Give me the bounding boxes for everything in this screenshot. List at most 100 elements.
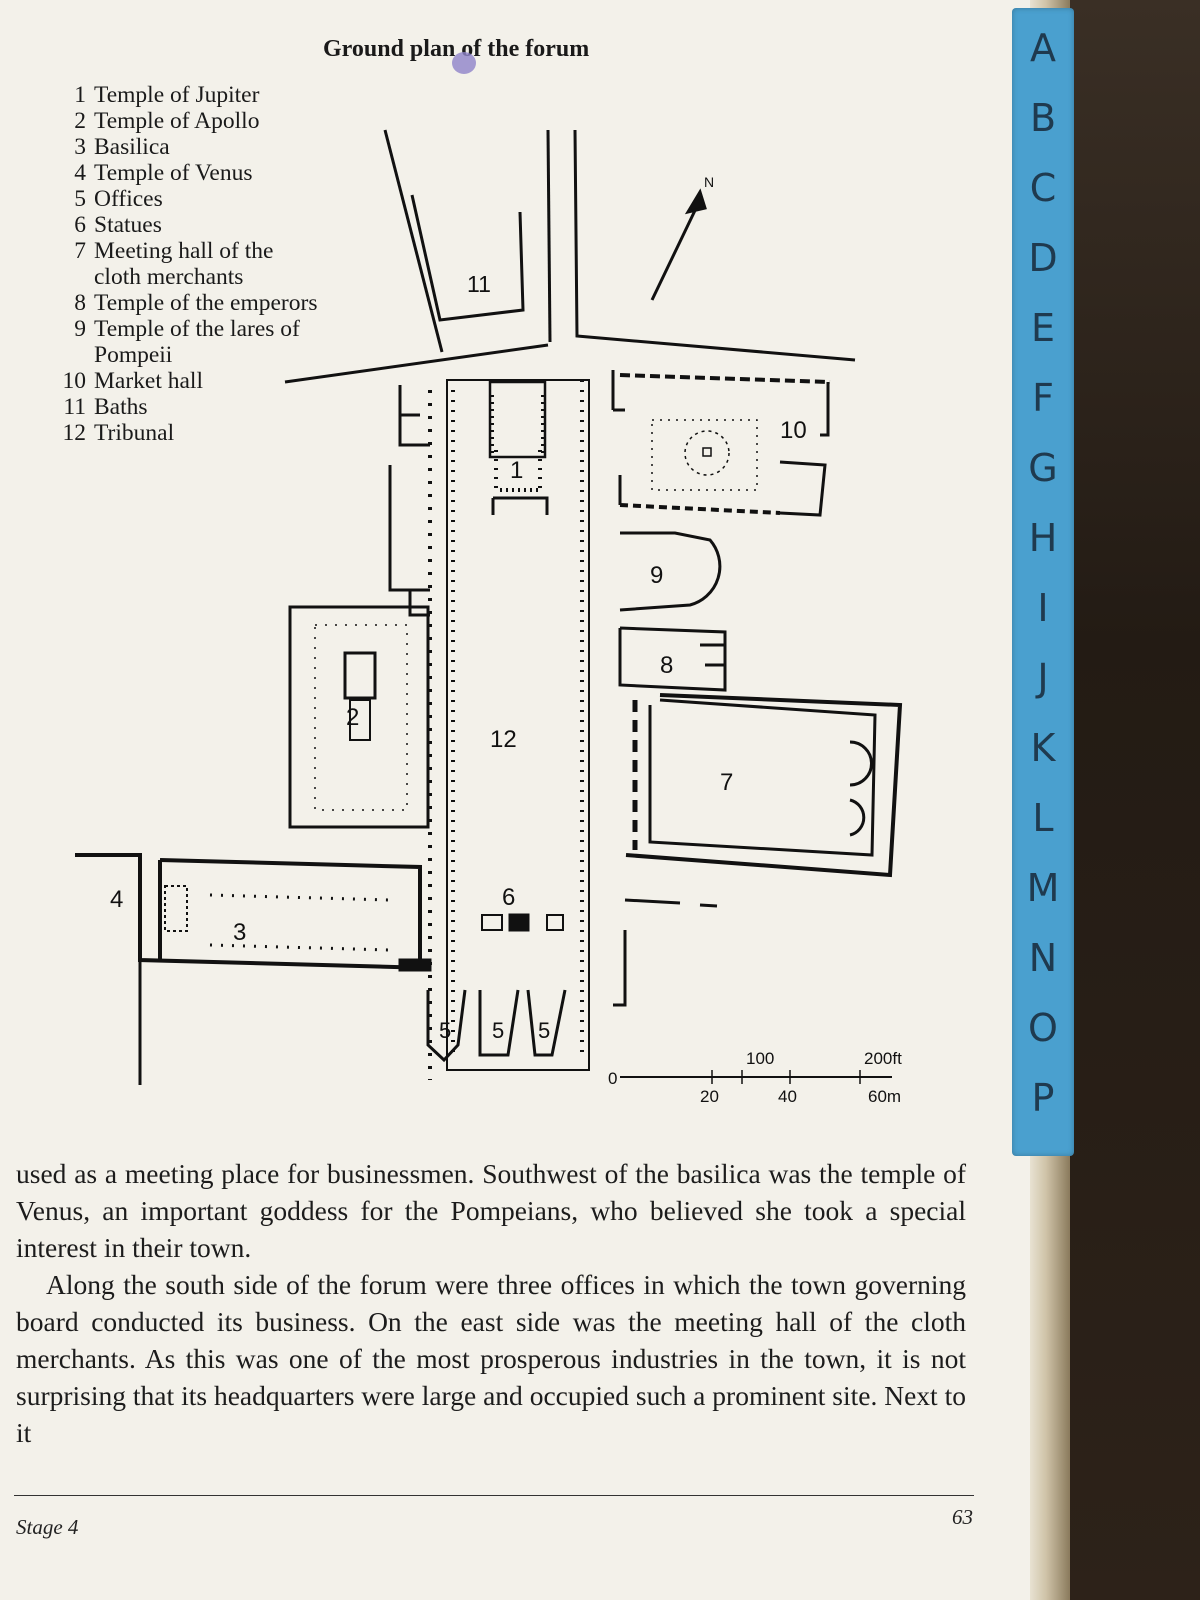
legend-number: 1 — [74, 82, 86, 108]
road-edge-1 — [383, 129, 444, 353]
office-1 — [426, 989, 467, 1063]
temple-emperors — [618, 626, 727, 692]
scale-ft-200: 200ft — [864, 1049, 902, 1068]
page-number: 63 — [952, 1505, 973, 1529]
legend-text: Temple of the emperors — [94, 290, 318, 316]
north-arrow-head — [684, 188, 707, 215]
plan-label-5a: 5 — [439, 1018, 451, 1043]
cloth-hall-outer — [625, 693, 903, 878]
legend-text: Basilica — [94, 134, 170, 160]
ink-smudge — [452, 52, 476, 74]
legend-row: 1 Temple of Jupiter — [38, 82, 358, 108]
legend-number: 7 — [74, 238, 86, 264]
plan-label-5b: 5 — [492, 1018, 504, 1043]
plan-label-5c: 5 — [538, 1018, 550, 1043]
index-tab-letter[interactable]: L — [1032, 796, 1054, 840]
legend-row: 3 Basilica — [38, 134, 358, 160]
index-tab-letter[interactable]: E — [1030, 306, 1055, 350]
legend-row: 9 Temple of the lares of — [38, 316, 358, 342]
legend-text: Statues — [94, 212, 162, 238]
index-tab-letter[interactable]: A — [1030, 26, 1056, 70]
legend-text: Offices — [94, 186, 163, 212]
legend-text: Temple of the lares of — [94, 316, 300, 342]
legend-number: 6 — [74, 212, 86, 238]
index-tab-letter[interactable]: M — [1026, 866, 1060, 910]
index-tab-letter[interactable]: F — [1032, 376, 1054, 420]
legend-row: 7 Meeting hall of the — [38, 238, 358, 264]
legend-text: Temple of Venus — [94, 160, 253, 186]
book-background — [1070, 0, 1200, 1600]
legend-number: 9 — [74, 316, 86, 342]
legend-row: 2 Temple of Apollo — [38, 108, 358, 134]
cloth-hall-inner — [648, 698, 877, 857]
legend-row: 5 Offices — [38, 186, 358, 212]
scale-m-60: 60m — [868, 1087, 901, 1106]
plan-label-10: 10 — [780, 417, 807, 444]
paragraph-2: Along the south side of the forum were t… — [16, 1269, 966, 1448]
legend-text: Pompeii — [94, 342, 173, 368]
north-label: N — [704, 174, 714, 190]
index-tab-letter[interactable]: K — [1030, 726, 1056, 770]
legend-row: 10 Market hall — [38, 368, 358, 394]
west-building-1 — [398, 385, 430, 447]
legend-row: cloth merchants — [38, 264, 358, 290]
legend-number: 4 — [74, 160, 86, 186]
forum-ground-plan: 11 N 1 2 3 4 5 5 5 6 7 8 9 10 12 0 100 2… — [75, 129, 903, 1106]
legend-text: Market hall — [94, 368, 203, 394]
basilica-north-wall — [159, 858, 422, 960]
scale-m-20: 20 — [700, 1087, 719, 1106]
index-tab-letter[interactable]: P — [1031, 1076, 1055, 1120]
plan-label-8: 8 — [660, 652, 673, 679]
legend-row: 4 Temple of Venus — [38, 160, 358, 186]
temple-jupiter-cella — [488, 380, 547, 459]
legend-row: Pompeii — [38, 342, 358, 368]
temple-apollo-precinct — [288, 605, 430, 829]
index-tab-letter[interactable]: C — [1029, 166, 1057, 210]
legend-row: 6 Statues — [38, 212, 358, 238]
road-edge-2 — [546, 129, 552, 343]
office-3 — [526, 989, 567, 1057]
legend-number: 8 — [74, 290, 86, 316]
road-edge-4 — [284, 343, 549, 384]
road-edge-3 — [573, 129, 856, 362]
plan-label-11: 11 — [467, 271, 491, 297]
plan-label-9: 9 — [650, 562, 663, 589]
paragraph-1: used as a meeting place for businessmen.… — [16, 1158, 966, 1263]
index-tab-letter[interactable]: O — [1028, 1006, 1058, 1050]
legend-number: 3 — [74, 134, 86, 160]
plan-label-4: 4 — [110, 886, 123, 913]
legend-text: Baths — [94, 394, 148, 420]
legend-number: 11 — [63, 394, 86, 420]
scale-ft-zero: 0 — [608, 1069, 617, 1088]
legend-number: 5 — [74, 186, 86, 212]
plan-label-2: 2 — [346, 704, 359, 731]
index-tab-letter[interactable]: B — [1029, 96, 1057, 140]
scale-m-40: 40 — [778, 1087, 797, 1106]
legend-text: Meeting hall of the — [94, 238, 274, 264]
legend-number: 2 — [74, 108, 86, 134]
stage-label: Stage 4 — [16, 1515, 79, 1539]
index-tab-letter[interactable]: H — [1028, 516, 1058, 560]
office-2 — [478, 989, 520, 1057]
body-text: used as a meeting place for businessmen.… — [16, 1155, 966, 1451]
scale-ft-100: 100 — [746, 1049, 774, 1068]
index-tab-letter[interactable]: N — [1028, 936, 1058, 980]
index-tab-letter[interactable]: J — [1037, 656, 1049, 700]
legend-number: 12 — [62, 420, 87, 446]
index-tab-letter[interactable]: D — [1028, 236, 1058, 280]
legend-text: Temple of Apollo — [94, 108, 260, 134]
plan-label-12: 12 — [490, 726, 517, 753]
legend-number: 10 — [62, 368, 87, 394]
legend-row: 8 Temple of the emperors — [38, 290, 358, 316]
index-tab-letter[interactable]: G — [1028, 446, 1058, 490]
index-tab-letter[interactable]: I — [1037, 586, 1049, 630]
legend-row: 11 Baths — [38, 394, 358, 420]
legend-text: Temple of Jupiter — [94, 82, 260, 108]
plan-label-6: 6 — [502, 884, 515, 911]
forum-piazza — [446, 379, 590, 1071]
north-arrow-line — [650, 199, 702, 301]
basilica-south-wall — [75, 853, 431, 970]
